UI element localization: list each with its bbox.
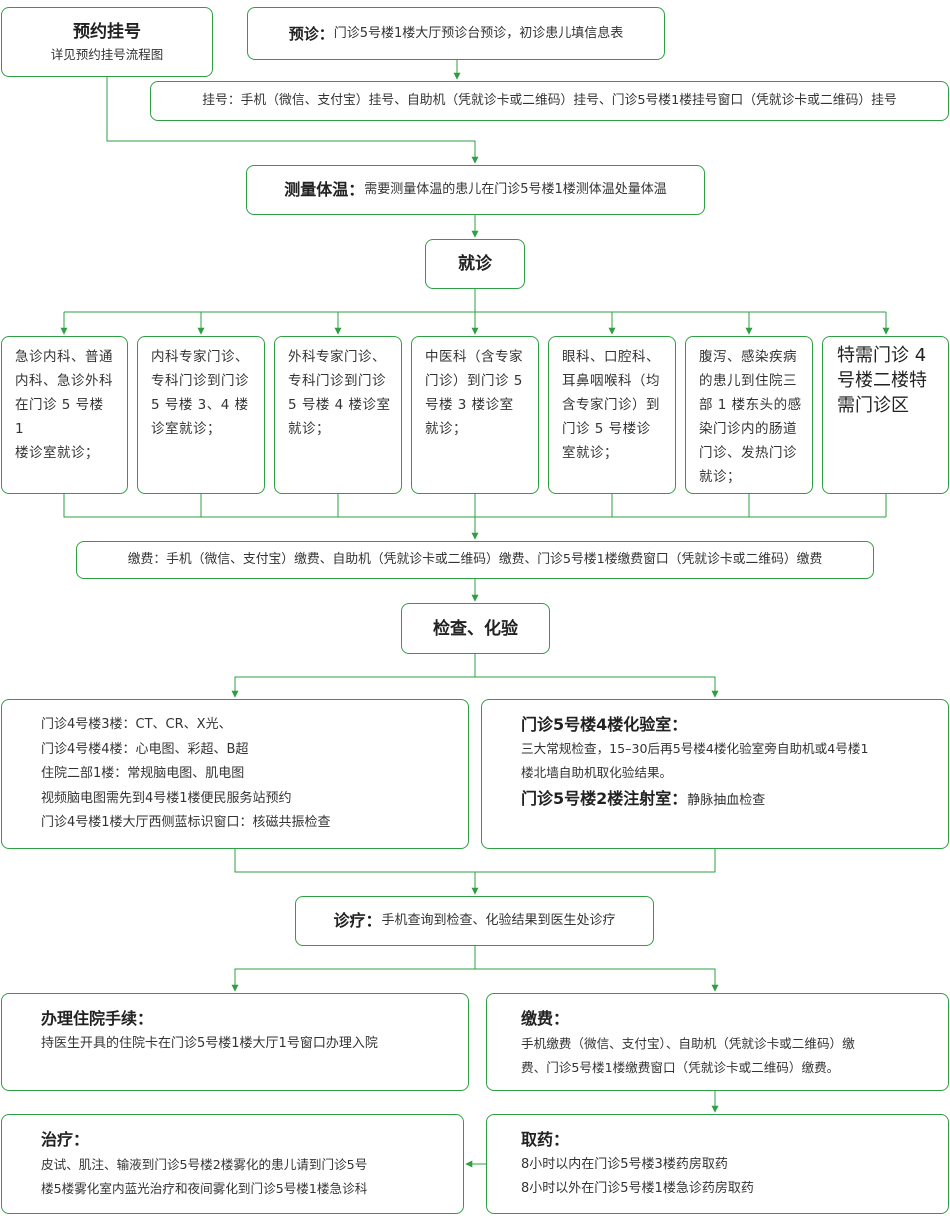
payment2-line: 手机缴费（微信、支付宝）、自助机（凭就诊卡或二维码）缴 [521, 1036, 855, 1051]
department-internal-box: 内科专家门诊、 专科门诊到门诊 5 号楼 3、4 楼 诊室就诊； [137, 336, 265, 494]
payment2-line: 费、门诊5号楼1楼缴费窗口（凭就诊卡或二维码）缴费。 [521, 1060, 840, 1075]
registration-label: 挂号： [202, 93, 241, 108]
diagnosis-label: 诊疗： [333, 911, 382, 930]
temperature-box: 测量体温： 需要测量体温的患儿在门诊5号楼1楼测体温处量体温 [246, 165, 705, 215]
department-line: 号楼 3 楼诊室 [425, 397, 514, 413]
visit-title: 就诊 [458, 254, 492, 274]
registration-text: 手机（微信、支付宝）挂号、自助机（凭就诊卡或二维码）挂号、门诊5号楼1楼挂号窗口… [240, 93, 897, 108]
department-vip-box: 特需门诊 4 号楼二楼特 需门诊区 [822, 336, 949, 494]
department-line: 眼科、口腔科、 [562, 349, 660, 365]
admission-title: 办理住院手续： [41, 1009, 154, 1028]
treatment-box: 治疗： 皮试、肌注、输液到门诊5号楼2楼雾化的患儿请到门诊5号 楼5楼雾化室内蓝… [1, 1114, 464, 1214]
department-line: 耳鼻咽喉科（均 [562, 373, 660, 389]
department-line: 专科门诊到门诊 [288, 373, 386, 389]
payment1-label: 缴费： [127, 552, 167, 567]
payment1-text: 手机（微信、支付宝）缴费、自助机（凭就诊卡或二维码）缴费、门诊5号楼1楼缴费窗口… [166, 552, 823, 567]
lab-line: 三大常规检查，15–30后再5号楼4楼化验室旁自助机或4号楼1 [521, 741, 869, 756]
temperature-label: 测量体温： [284, 180, 365, 199]
department-line: 腹泻、感染疾病 [699, 349, 797, 365]
department-infection-box: 腹泻、感染疾病 的患儿到住院三 部 1 楼东头的感 染门诊内的肠道 门诊、发热门… [685, 336, 813, 494]
lab-line: 楼北墙自助机取化验结果。 [521, 765, 673, 780]
department-line: 诊室就诊； [151, 421, 221, 437]
lab-title: 门诊5号楼4楼化验室： [521, 715, 688, 734]
department-line: 内科专家门诊、 [151, 349, 249, 365]
department-line: 就诊； [288, 421, 330, 437]
exam-left-line: 门诊4号楼4楼：心电图、彩超、B超 [41, 741, 249, 757]
department-line: 门诊、发热门诊 [699, 445, 797, 461]
department-line: 门诊 5 号楼诊 [562, 421, 651, 437]
payment2-title: 缴费： [521, 1009, 570, 1028]
department-emergency-box: 急诊内科、普通 内科、急诊外科 在门诊 5 号楼 1 楼诊室就诊； [1, 336, 128, 494]
department-line: 门诊）到门诊 5 [425, 373, 523, 389]
exam-left-line: 门诊4号楼1楼大厅西侧蓝标识窗口：核磁共振检查 [41, 815, 331, 830]
department-line: 就诊； [425, 421, 467, 437]
exam-left-line: 视频脑电图需先到4号楼1楼便民服务站预约 [41, 790, 292, 806]
department-ent-box: 眼科、口腔科、 耳鼻咽喉科（均 含专家门诊）到 门诊 5 号楼诊 室就诊； [548, 336, 676, 494]
department-line: 急诊内科、普通 [15, 349, 113, 365]
department-line: 外科专家门诊、 [288, 349, 386, 365]
diagnosis-box: 诊疗： 手机查询到检查、化验结果到医生处诊疗 [295, 896, 654, 946]
visit-box: 就诊 [425, 239, 525, 289]
department-line: 内科、急诊外科 [15, 373, 113, 389]
department-line: 含专家门诊）到 [562, 397, 660, 413]
diagnosis-text: 手机查询到检查、化验结果到医生处诊疗 [381, 913, 616, 928]
treatment-line: 皮试、肌注、输液到门诊5号楼2楼雾化的患儿请到门诊5号 [41, 1157, 368, 1172]
department-line: 号楼二楼特 [837, 370, 927, 391]
exam-left-line: 住院二部1楼：常规脑电图、肌电图 [41, 766, 245, 781]
injection-text: 静脉抽血检查 [687, 793, 766, 808]
exam-left-line: 门诊4号楼3楼：CT、CR、X光、 [41, 717, 232, 732]
treatment-line: 楼5楼雾化室内蓝光治疗和夜间雾化到门诊5号楼1楼急诊科 [41, 1181, 368, 1196]
department-line: 染门诊内的肠道 [699, 421, 797, 437]
medicine-box: 取药： 8小时以内在门诊5号楼3楼药房取药 8小时以外在门诊5号楼1楼急诊药房取… [486, 1114, 949, 1214]
department-tcm-box: 中医科（含专家 门诊）到门诊 5 号楼 3 楼诊室 就诊； [411, 336, 539, 494]
department-line: 中医科（含专家 [425, 349, 523, 365]
pretriage-text: 门诊5号楼1楼大厅预诊台预诊，初诊患儿填信息表 [333, 25, 624, 41]
temperature-text: 需要测量体温的患儿在门诊5号楼1楼测体温处量体温 [364, 182, 667, 197]
exam-left-box: 门诊4号楼3楼：CT、CR、X光、 门诊4号楼4楼：心电图、彩超、B超 住院二部… [1, 699, 469, 849]
pretriage-box: 预诊： 门诊5号楼1楼大厅预诊台预诊，初诊患儿填信息表 [247, 7, 665, 60]
payment1-box: 缴费：手机（微信、支付宝）缴费、自助机（凭就诊卡或二维码）缴费、门诊5号楼1楼缴… [76, 541, 874, 579]
department-line: 5 号楼 3、4 楼 [151, 397, 249, 413]
medicine-line: 8小时以外在门诊5号楼1楼急诊药房取药 [521, 1181, 754, 1196]
department-line: 5 号楼 4 楼诊室 [288, 397, 391, 413]
exam-right-box: 门诊5号楼4楼化验室： 三大常规检查，15–30后再5号楼4楼化验室旁自助机或4… [481, 699, 949, 849]
payment2-box: 缴费： 手机缴费（微信、支付宝）、自助机（凭就诊卡或二维码）缴 费、门诊5号楼1… [486, 993, 949, 1091]
department-line: 部 1 楼东头的感 [699, 397, 802, 413]
appointment-box: 预约挂号 详见预约挂号流程图 [1, 7, 213, 77]
admission-box: 办理住院手续： 持医生开具的住院卡在门诊5号楼1楼大厅1号窗口办理入院 [1, 993, 469, 1091]
department-line: 室就诊； [562, 445, 618, 461]
treatment-title: 治疗： [41, 1130, 90, 1149]
medicine-title: 取药： [521, 1130, 570, 1149]
appointment-subtitle: 详见预约挂号流程图 [50, 47, 164, 62]
department-line: 专科门诊到门诊 [151, 373, 249, 389]
department-line: 就诊； [699, 469, 741, 485]
department-line: 楼诊室就诊； [15, 445, 99, 461]
medicine-line: 8小时以内在门诊5号楼3楼药房取药 [521, 1157, 728, 1172]
department-line: 在门诊 5 号楼 1 [15, 397, 104, 437]
appointment-title: 预约挂号 [73, 22, 141, 42]
department-line: 特需门诊 4 [837, 345, 927, 366]
injection-title: 门诊5号楼2楼注射室： [521, 789, 688, 808]
exam-box: 检查、化验 [401, 603, 550, 654]
pretriage-label: 预诊： [288, 24, 334, 43]
department-line: 的患儿到住院三 [699, 373, 797, 389]
department-line: 需门诊区 [837, 395, 909, 416]
admission-text: 持医生开具的住院卡在门诊5号楼1楼大厅1号窗口办理入院 [41, 1036, 378, 1051]
registration-box: 挂号：手机（微信、支付宝）挂号、自助机（凭就诊卡或二维码）挂号、门诊5号楼1楼挂… [150, 81, 949, 121]
department-surgery-box: 外科专家门诊、 专科门诊到门诊 5 号楼 4 楼诊室 就诊； [274, 336, 402, 494]
exam-title: 检查、化验 [433, 618, 518, 639]
